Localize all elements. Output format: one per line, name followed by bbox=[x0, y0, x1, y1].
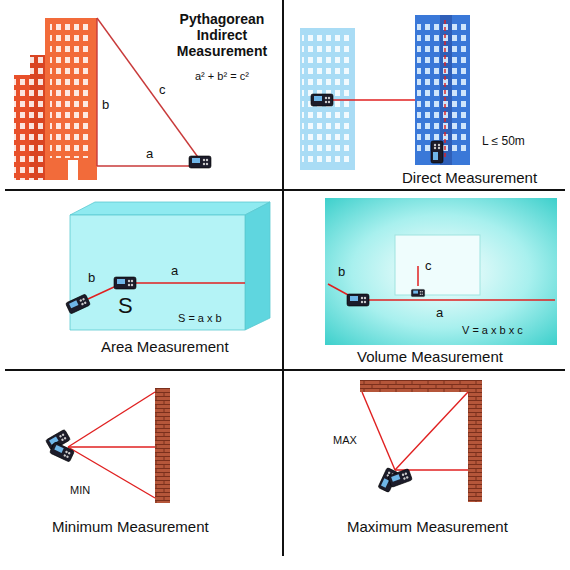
max-label: MAX bbox=[333, 434, 357, 447]
laser-beams bbox=[88, 283, 245, 299]
side-label: b bbox=[338, 265, 345, 280]
panel-caption: Area Measurement bbox=[101, 338, 229, 355]
room bbox=[325, 198, 557, 345]
min-label: MIN bbox=[70, 484, 90, 497]
formula: V = a x b x c bbox=[462, 324, 523, 337]
area-symbol: S bbox=[118, 293, 133, 318]
laser-meter bbox=[347, 294, 369, 306]
laser-meter bbox=[65, 294, 90, 314]
panel-caption: Direct Measurement bbox=[402, 169, 537, 186]
side-label: a bbox=[146, 147, 153, 162]
brick-wall bbox=[155, 388, 170, 503]
panel-caption: Maximum Measurement bbox=[347, 518, 508, 535]
panel-caption: Volume Measurement bbox=[357, 348, 503, 365]
laser-beam bbox=[333, 99, 415, 101]
formula: S = a x b bbox=[178, 312, 222, 325]
side-label: c bbox=[159, 83, 166, 98]
formula: a² + b² = c² bbox=[195, 70, 249, 83]
panel-caption: Minimum Measurement bbox=[52, 518, 209, 535]
laser-meter bbox=[411, 289, 424, 296]
red-buildings bbox=[14, 18, 97, 180]
brick-wall bbox=[360, 380, 482, 502]
laser-meter bbox=[431, 141, 443, 163]
side-label: b bbox=[102, 98, 109, 113]
side-label: b bbox=[88, 271, 95, 286]
area-box bbox=[70, 202, 270, 330]
panel-dividers bbox=[5, 0, 565, 556]
laser-meter bbox=[388, 469, 413, 488]
laser-meter bbox=[311, 94, 333, 106]
blue-buildings bbox=[300, 15, 470, 170]
triangle-lines bbox=[97, 18, 200, 166]
laser-beams bbox=[362, 392, 468, 470]
laser-beams bbox=[68, 392, 155, 498]
side-label: a bbox=[171, 264, 178, 279]
laser-meter bbox=[114, 277, 136, 289]
side-label: c bbox=[425, 259, 432, 274]
laser-meter bbox=[189, 156, 211, 168]
range-note: L ≤ 50m bbox=[482, 135, 525, 149]
laser-meter bbox=[49, 442, 74, 462]
side-label: a bbox=[436, 306, 443, 321]
panel-title: Pythagorean Indirect Measurement bbox=[167, 11, 277, 59]
